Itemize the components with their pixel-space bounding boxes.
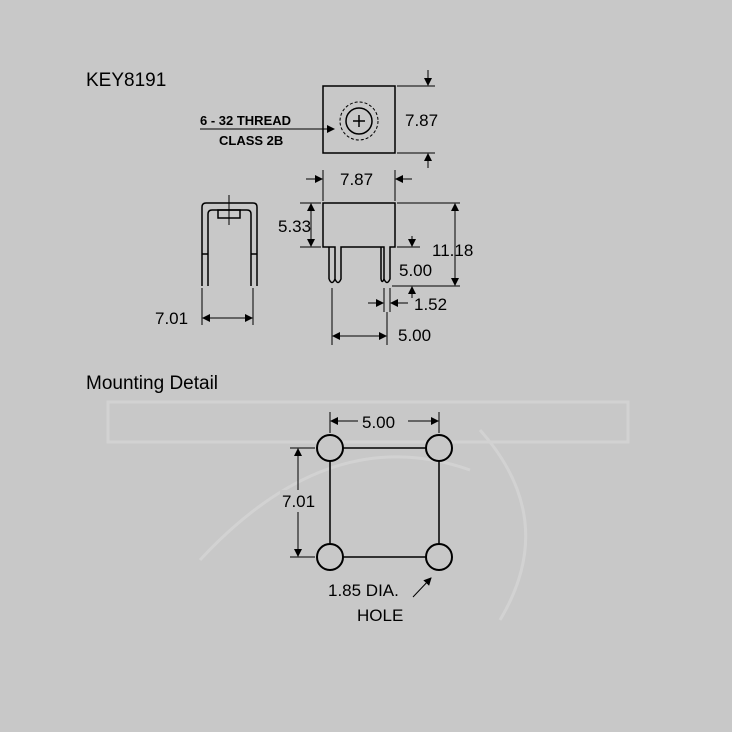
hole-label-line2: HOLE [357,606,403,625]
mounting-detail: 5.00 7.01 1.85 DIA. HOLE [280,410,453,625]
side-view: 7.01 [155,195,258,328]
thread-label-line1: 6 - 32 THREAD [200,113,291,128]
leg-height-dim: 5.00 [399,261,432,280]
front-view-body [322,202,396,284]
hole-leader [412,577,432,598]
front-view: 7.87 5.33 11.18 5.00 1.52 5.00 [278,170,473,345]
mounting-outline [329,447,440,558]
dim-label-mask [358,410,408,432]
top-view: 6 - 32 THREAD CLASS 2B 7.87 [200,70,438,168]
top-height-dim: 7.87 [405,111,438,130]
leg-right-tip [380,278,385,283]
dim-label-mask [280,490,325,512]
leg-thickness-dim: 1.52 [414,295,447,314]
part-number: KEY8191 [86,70,166,91]
thread-outer-circle [339,101,379,141]
front-width-dim: 7.87 [340,170,373,189]
leg-spacing-dim: 5.00 [398,326,431,345]
hole-label-line1: 1.85 DIA. [328,581,399,600]
hole-spacing-x-dim: 5.00 [362,413,395,432]
hole-spacing-y-dim: 7.01 [282,492,315,511]
thread-inner-circle [345,107,373,135]
upper-height-dim: 5.33 [278,217,311,236]
section-title: Mounting Detail [86,373,218,394]
mounting-hole [425,434,453,462]
mounting-hole [425,543,453,571]
top-view-outline [322,85,396,154]
mounting-hole [316,543,344,571]
leg-left-tip [328,278,336,284]
thread-label-line2: CLASS 2B [219,133,283,148]
total-height-dim: 11.18 [432,241,473,260]
side-width-dim: 7.01 [155,309,188,328]
mounting-hole [316,434,344,462]
